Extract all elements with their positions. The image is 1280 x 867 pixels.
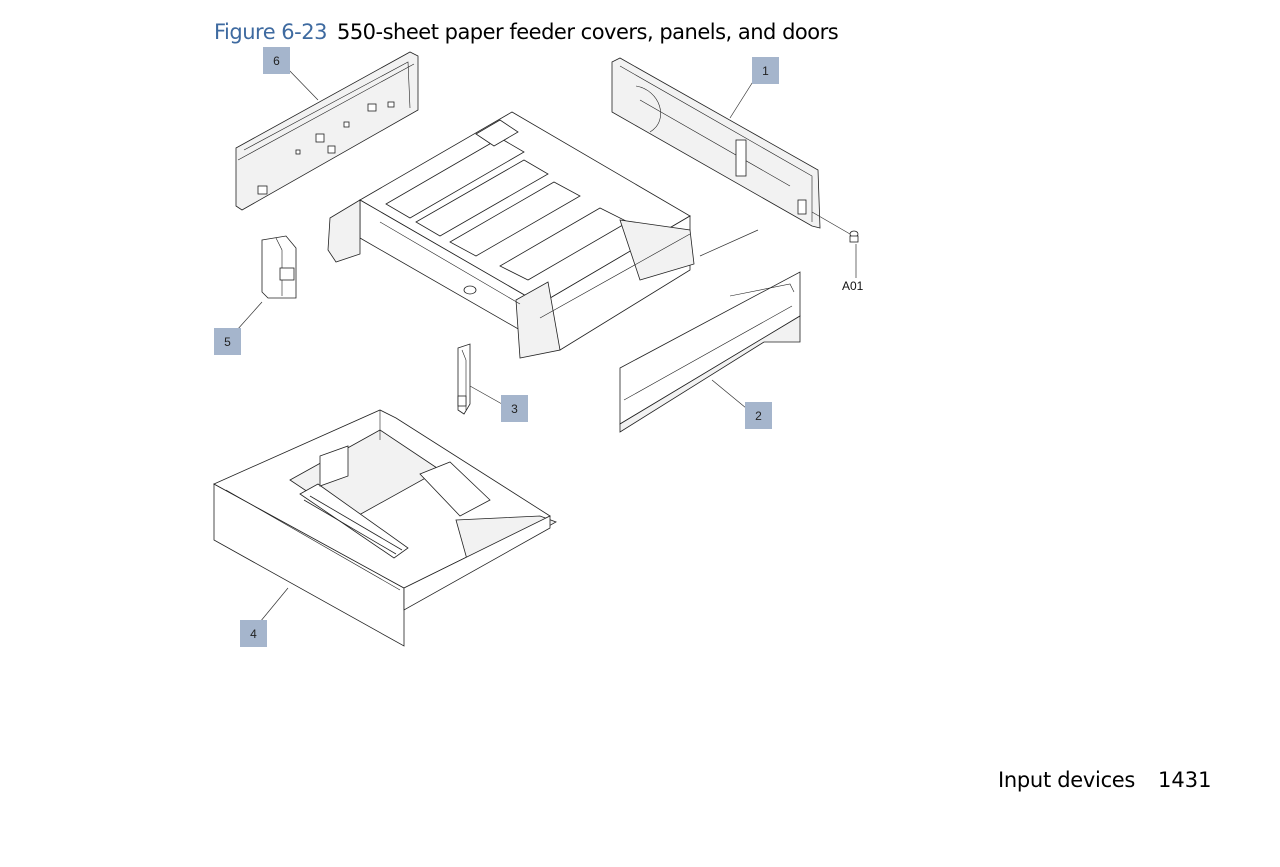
callout-4: 4 xyxy=(240,620,267,647)
part-frame-assembly xyxy=(327,111,695,359)
screw-a01 xyxy=(849,230,859,243)
leader-lines xyxy=(236,66,857,623)
callout-2: 2 xyxy=(745,402,772,429)
part-3-narrow-panel xyxy=(457,343,471,415)
figure-title: Figure 6-23 550-sheet paper feeder covers… xyxy=(214,18,839,46)
part-5-small-cover xyxy=(261,235,297,299)
callout-5: 5 xyxy=(214,328,241,355)
callout-6: 6 xyxy=(263,47,290,74)
part-2-door xyxy=(619,271,801,433)
figure-caption: 550-sheet paper feeder covers, panels, a… xyxy=(336,20,839,44)
callout-3: 3 xyxy=(501,395,528,422)
screw-label-a01: A01 xyxy=(842,279,864,293)
footer-section-title: Input devices xyxy=(998,768,1136,792)
part-1-right-panel xyxy=(611,57,821,229)
figure-number: Figure 6-23 xyxy=(214,20,327,44)
part-6-rear-panel xyxy=(235,51,419,211)
footer-page-number: 1431 xyxy=(1158,768,1212,792)
callout-1: 1 xyxy=(752,57,779,84)
part-4-paper-tray xyxy=(213,409,557,647)
